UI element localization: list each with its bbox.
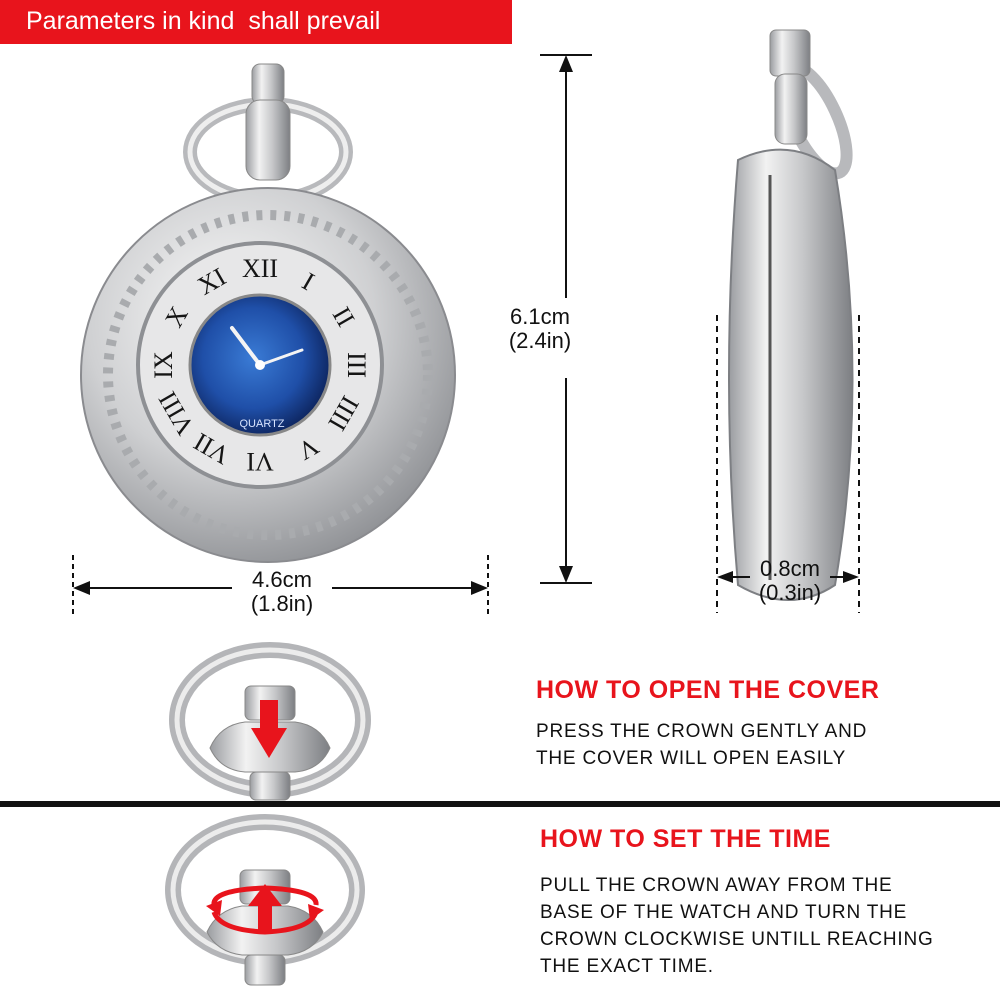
thickness-cm: 0.8cm bbox=[760, 556, 820, 581]
set-time-line: THE EXACT TIME. bbox=[540, 956, 714, 977]
open-cover-instructions: PRESS THE CROWN GENTLY AND THE COVER WIL… bbox=[536, 718, 867, 772]
open-cover-line: PRESS THE CROWN GENTLY AND bbox=[536, 721, 868, 742]
section-divider bbox=[0, 801, 1000, 807]
height-cm: 6.1cm bbox=[510, 304, 570, 329]
height-dimension bbox=[540, 54, 592, 584]
numeral-IX: IX bbox=[149, 351, 178, 379]
side-case bbox=[728, 148, 854, 601]
numeral-VI: VI bbox=[246, 447, 273, 476]
set-time-line: BASE OF THE WATCH AND TURN THE bbox=[540, 902, 908, 923]
engraved-border bbox=[103, 210, 433, 540]
pocket-watch-side bbox=[728, 29, 854, 601]
width-label: 4.6cm (1.8in) bbox=[232, 568, 332, 616]
thickness-dimension bbox=[716, 315, 860, 613]
thickness-in: (0.3in) bbox=[758, 580, 822, 605]
pendant bbox=[245, 99, 291, 181]
thickness-label: 0.8cm (0.3in) bbox=[740, 557, 840, 605]
width-dimension bbox=[72, 555, 489, 617]
banner-text: Parameters in kind shall prevail bbox=[26, 7, 381, 35]
numeral-XII: XII bbox=[242, 254, 278, 283]
side-pendant bbox=[774, 73, 808, 145]
width-in: (1.8in) bbox=[250, 591, 314, 616]
pull-up-arrow-icon bbox=[248, 884, 282, 932]
rotate-clockwise-icon bbox=[206, 885, 324, 935]
set-time-line: PULL THE CROWN AWAY FROM THE bbox=[540, 875, 893, 896]
crown-turn-illustration bbox=[165, 814, 365, 986]
height-label: 6.1cm (2.4in) bbox=[490, 305, 590, 353]
open-cover-line: THE COVER WILL OPEN EASILY bbox=[536, 748, 847, 769]
height-in: (2.4in) bbox=[508, 328, 572, 353]
open-cover-heading: HOW TO OPEN THE COVER bbox=[536, 676, 880, 704]
width-cm: 4.6cm bbox=[252, 567, 312, 592]
hour-hand bbox=[230, 326, 262, 367]
numeral-III: III bbox=[342, 352, 371, 378]
set-time-line: CROWN CLOCKWISE UNTILL REACHING bbox=[540, 929, 934, 950]
set-time-heading: HOW TO SET THE TIME bbox=[540, 825, 831, 853]
set-time-instructions: PULL THE CROWN AWAY FROM THE BASE OF THE… bbox=[540, 872, 934, 980]
press-down-arrow-icon bbox=[251, 700, 287, 758]
crown-press-illustration bbox=[169, 642, 371, 801]
crown bbox=[251, 63, 285, 105]
minute-hand bbox=[258, 348, 304, 367]
side-crown bbox=[769, 29, 811, 77]
hand-pivot bbox=[255, 360, 265, 370]
dial-text: QUARTZ bbox=[239, 418, 284, 430]
parameters-banner: Parameters in kind shall prevail bbox=[0, 0, 512, 44]
